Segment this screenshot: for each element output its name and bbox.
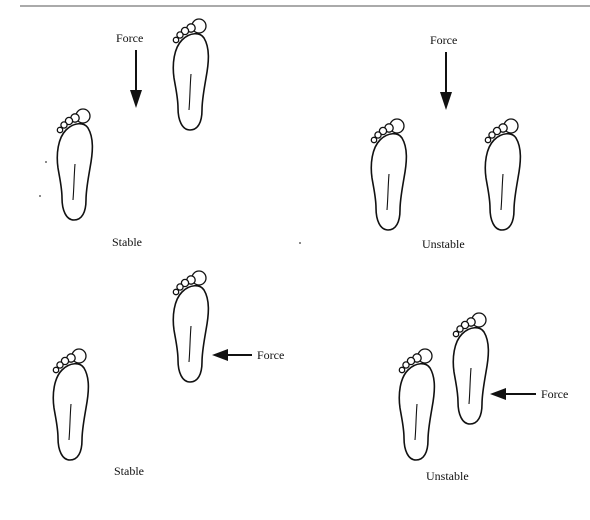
panel-bottom-left: Force Stable bbox=[53, 271, 284, 478]
footprint-icon bbox=[173, 19, 208, 130]
panel-top-right: Force Unstable bbox=[371, 33, 520, 251]
force-label: Force bbox=[116, 31, 143, 45]
stance-caption: Unstable bbox=[422, 237, 465, 251]
footprint-icon bbox=[453, 313, 488, 424]
stance-caption: Stable bbox=[112, 235, 142, 249]
scan-speck bbox=[45, 161, 47, 163]
footprint-icon bbox=[53, 349, 88, 460]
stance-caption: Unstable bbox=[426, 469, 469, 483]
force-arrow-down bbox=[440, 52, 452, 110]
scan-speck bbox=[299, 242, 301, 244]
footprint-icon bbox=[57, 109, 92, 220]
panel-top-left: Force Stable bbox=[57, 19, 208, 249]
force-arrow-left bbox=[212, 349, 252, 361]
footprint-icon bbox=[371, 119, 406, 230]
panel-bottom-right: Force Unstable bbox=[399, 313, 568, 483]
footprint-icon bbox=[399, 349, 434, 460]
scan-speck bbox=[39, 195, 41, 197]
force-label: Force bbox=[430, 33, 457, 47]
footprint-icon bbox=[485, 119, 520, 230]
footprint-icon bbox=[173, 271, 208, 382]
force-label: Force bbox=[257, 348, 284, 362]
force-label: Force bbox=[541, 387, 568, 401]
force-arrow-left bbox=[490, 388, 536, 400]
force-arrow-down bbox=[130, 50, 142, 108]
stance-caption: Stable bbox=[114, 464, 144, 478]
